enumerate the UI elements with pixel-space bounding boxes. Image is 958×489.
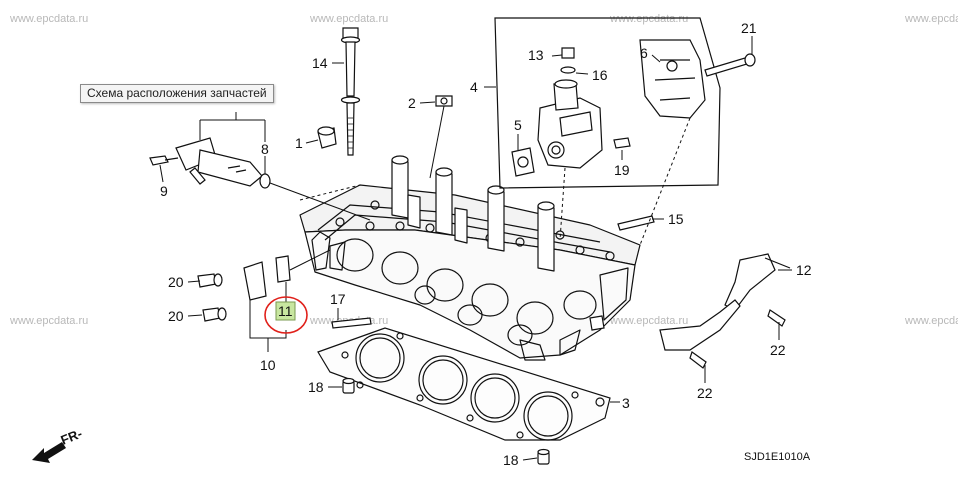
part-label-16[interactable]: 16 [592,67,608,83]
solenoid-valve-drawing [149,137,271,189]
part-number-labels: 14 1 2 8 9 4 5 6 13 16 19 21 15 12 22 22… [160,20,812,468]
watermark: www.epcdata.ru [904,315,958,327]
stud-bolt-drawing [331,215,655,329]
watermark: www.epcdata.ru [609,315,688,327]
part-label-20[interactable]: 20 [168,274,184,290]
part-11-highlight-box [275,301,296,321]
sensor-bracket-drawing [589,253,791,369]
leader-lines [159,36,792,461]
diagram-code: SJD1E1010A [744,451,811,463]
dowel-pin-drawing [342,377,550,465]
head-gasket-drawing [317,327,611,441]
watermark: www.epcdata.ru [9,315,88,327]
part-label-5[interactable]: 5 [514,117,522,133]
front-arrow: FR- [32,426,84,463]
cap-drawing [317,95,453,149]
highlight-part-11[interactable] [264,296,308,334]
part-label-9[interactable]: 9 [160,183,168,199]
watermark: www.epcdata.ru [609,13,688,25]
vtc-assembly-drawing [494,17,756,189]
part-label-2[interactable]: 2 [408,95,416,111]
cover-plate-drawing [197,255,291,322]
part-label-17[interactable]: 17 [330,291,346,307]
front-arrow-icon [32,442,66,463]
red-circle-annotation [264,296,308,334]
part-label-14[interactable]: 14 [312,55,328,71]
part-label-4[interactable]: 4 [470,79,478,95]
part-label-21[interactable]: 21 [741,20,757,36]
part-label-1[interactable]: 1 [295,135,303,151]
head-bolt-drawing [340,27,361,156]
part-label-19[interactable]: 19 [614,162,630,178]
part-label-10[interactable]: 10 [260,357,276,373]
watermark: www.epcdata.ru [9,13,88,25]
watermark: www.epcdata.ru [904,13,958,25]
part-label-22[interactable]: 22 [697,385,713,401]
part-label-18[interactable]: 18 [308,379,324,395]
front-arrow-label: FR- [59,426,85,448]
part-label-8[interactable]: 8 [261,141,269,157]
part-label-22[interactable]: 22 [770,342,786,358]
cylinder-head-drawing [299,155,641,361]
part-label-11[interactable]: 11 [278,303,293,319]
part-label-18[interactable]: 18 [503,452,519,468]
part-label-12[interactable]: 12 [796,262,812,278]
part-label-3[interactable]: 3 [622,395,630,411]
part-label-15[interactable]: 15 [668,211,684,227]
tooltip: Схема расположения запчастей [80,84,274,103]
part-label-13[interactable]: 13 [528,47,544,63]
part-label-20[interactable]: 20 [168,308,184,324]
watermark: www.epcdata.ru [309,13,388,25]
part-label-6[interactable]: 6 [640,45,648,61]
